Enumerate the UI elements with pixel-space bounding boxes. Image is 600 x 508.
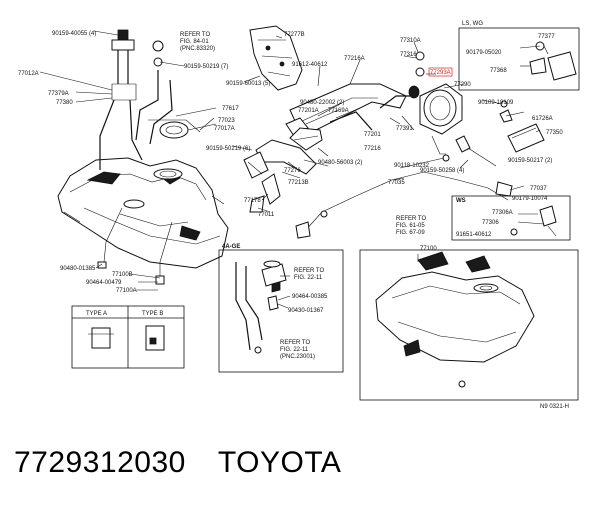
brand-name: TOYOTA	[217, 446, 342, 479]
label-90159-50219-7: 90159-50219 (7)	[184, 64, 228, 70]
label-90480-56003: 90480-56003 (2)	[318, 160, 362, 166]
label-refer-22-11-b-fig: FIG. 22-11	[280, 347, 309, 353]
fuel-inlet-box-77290	[379, 51, 471, 162]
label-90159-50219-6: 90159-50219 (6)	[206, 146, 250, 152]
heat-shield-77277b	[249, 25, 303, 91]
fuel-tank-77100	[359, 249, 579, 401]
label-77293a-highlighted: 77293A	[430, 70, 451, 76]
label-77023: 77023	[218, 118, 235, 124]
label-ws: WS	[456, 198, 466, 204]
label-77391: 77391	[396, 126, 413, 132]
label-77379a: 77379A	[48, 91, 69, 97]
label-77201a: 77201A	[298, 108, 319, 114]
strap-type-detail-box	[71, 305, 185, 369]
label-refer-84-01-pnc: (PNC.83320)	[180, 46, 215, 52]
label-77100b: 77100B	[112, 272, 133, 278]
label-77169a: 77169A	[328, 108, 349, 114]
part-number: 7729312030	[14, 446, 186, 479]
label-77178: 77178	[244, 198, 261, 204]
ws-variant-box	[451, 195, 571, 241]
main-fuel-tank	[57, 157, 229, 285]
label-61726a: 61726A	[532, 116, 553, 122]
fuel-gauge-sender-assembly	[99, 29, 201, 170]
label-90480-22002: 90480-22002 (2)	[300, 100, 344, 106]
label-90109-10109: 90109-10109	[478, 100, 514, 106]
ls-wg-variant-box	[458, 27, 580, 91]
label-90430-01367: 90430-01367	[288, 308, 324, 314]
label-77216a: 77216A	[344, 56, 365, 62]
filler-pipe-assembly	[243, 83, 407, 213]
label-77277b: 77277B	[284, 32, 305, 38]
label-77306a: 77306A	[492, 210, 513, 216]
label-refer-84-01-fig: FIG. 84-01	[180, 39, 209, 45]
label-77368: 77368	[490, 68, 507, 74]
label-77011: 77011	[258, 212, 275, 218]
label-90480-01385: 90480-01385	[60, 266, 96, 272]
label-90464-00479: 90464-00479	[86, 280, 122, 286]
label-77017a: 77017A	[214, 126, 235, 132]
highlight-box	[428, 67, 453, 77]
label-77310a: 77310A	[400, 38, 421, 44]
label-90179-05020: 90179-05020	[466, 50, 502, 56]
label-refer-22-11-b-pnc: (PNC.23001)	[280, 354, 315, 360]
fuel-filler-lid-77350	[499, 100, 545, 153]
label-refer-22-11-b: REFER TO	[280, 340, 310, 346]
label-diagram-number: N9 0321-H	[540, 404, 569, 410]
label-refer-67-09: FIG. 67-09	[396, 230, 425, 236]
label-77216: 77216	[364, 146, 381, 152]
label-77290: 77290	[454, 82, 471, 88]
label-77276: 77276	[284, 168, 301, 174]
label-type-b: TYPE B	[142, 311, 163, 317]
4a-ge-variant-box	[218, 249, 344, 373]
label-77037: 77037	[530, 186, 547, 192]
part-caption: 7729312030 TOYOTA	[14, 446, 341, 486]
label-90159-50258: 90159-50258 (4)	[420, 168, 464, 174]
label-refer-61-05: REFER TO	[396, 216, 426, 222]
label-91651-40612: 91651-40612	[456, 232, 492, 238]
label-77306: 77306	[482, 220, 499, 226]
label-77201: 77201	[364, 132, 381, 138]
leader-lines	[39, 30, 545, 309]
label-90464-00385: 90464-00385	[292, 294, 328, 300]
label-77100: 77100	[420, 246, 437, 252]
label-77350: 77350	[546, 130, 563, 136]
label-77035: 77035	[388, 180, 405, 186]
label-refer-61-05-fig: FIG. 61-05	[396, 223, 425, 229]
label-refer-22-11: REFER TO	[294, 268, 324, 274]
label-77100a: 77100A	[116, 288, 137, 294]
label-refer-22-11-fig: FIG. 22-11	[294, 275, 323, 281]
label-4a-ge: 4A-GE	[222, 244, 240, 250]
label-90159-60013: 90159-60013 (5)	[226, 81, 270, 87]
label-77380: 77380	[56, 100, 73, 106]
label-77012a: 77012A	[18, 71, 39, 77]
fuel-lid-opener-cable-77035	[295, 171, 513, 239]
label-refer-84-01: REFER TO	[180, 32, 210, 38]
label-77316: 77316	[400, 52, 417, 58]
label-91612-40612: 91612-40612	[292, 62, 328, 68]
label-90159-40055: 90159-40055 (4)	[52, 31, 96, 37]
part-labels: 90159-40055 (4) 77012A 77379A 77380 REFE…	[18, 21, 569, 410]
label-77213b: 77213B	[288, 180, 309, 186]
label-77377: 77377	[538, 34, 555, 40]
label-90159-50217: 90159-50217 (2)	[508, 158, 552, 164]
label-ls-wg: LS, WG	[462, 21, 483, 27]
fuel-tank-exploded-diagram: 90159-40055 (4) 77012A 77379A 77380 REFE…	[18, 21, 580, 410]
label-90179-10074: 90179-10074	[512, 196, 548, 202]
label-77617: 77617	[222, 106, 239, 112]
label-90118-10232: 90118-10232	[394, 163, 430, 169]
label-type-a: TYPE A	[86, 311, 107, 317]
